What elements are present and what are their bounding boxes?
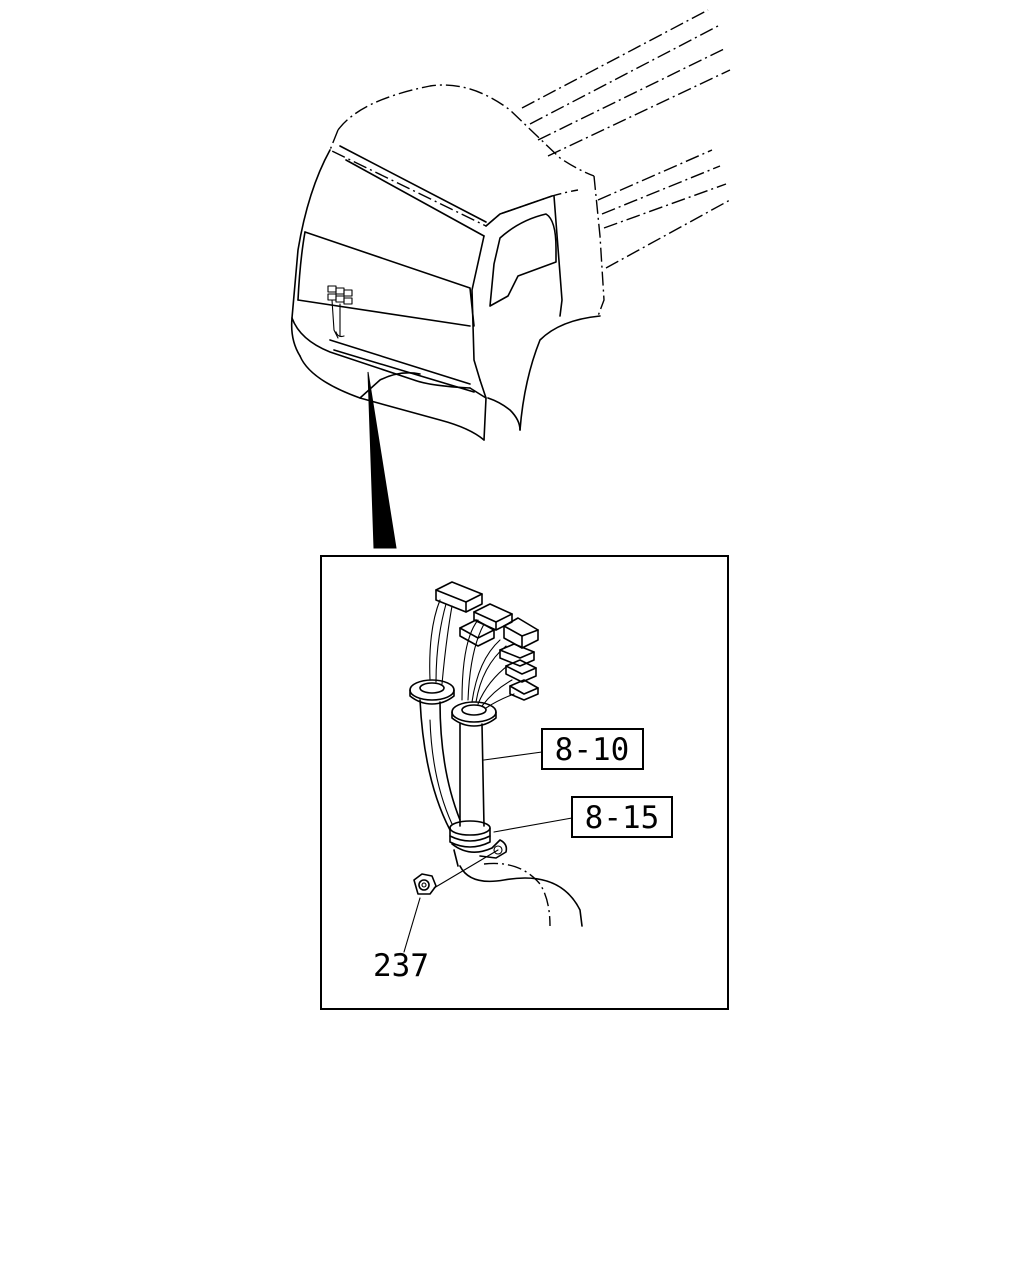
callout-leaders bbox=[403, 751, 573, 953]
chassis-frame-rails bbox=[521, 9, 731, 269]
callout-label-237: 237 bbox=[373, 948, 429, 984]
nut-part-237[interactable] bbox=[413, 873, 437, 895]
detail-leader-wedge bbox=[367, 371, 397, 549]
cab-connector-cluster[interactable] bbox=[327, 285, 353, 339]
callout-8-10[interactable]: 8-10 bbox=[541, 728, 644, 770]
truck-cab-overview bbox=[290, 9, 731, 549]
callout-box-8-15 bbox=[571, 796, 673, 838]
cab-body bbox=[290, 84, 605, 441]
callout-8-15[interactable]: 8-15 bbox=[571, 796, 673, 838]
wiring-harness[interactable] bbox=[409, 581, 583, 927]
detail-view: 8-10 8-15 237 bbox=[320, 555, 729, 1010]
callout-box-8-10 bbox=[541, 728, 644, 770]
callout-237[interactable]: 237 bbox=[373, 948, 429, 984]
harness-connector-blocks bbox=[435, 581, 539, 701]
callout-label-8-15: 8-15 bbox=[585, 800, 660, 836]
harness-lower-run bbox=[459, 862, 583, 927]
detail-frame bbox=[320, 555, 729, 1010]
harness-wires bbox=[429, 599, 515, 709]
harness-trunk bbox=[419, 699, 485, 831]
harness-grommets bbox=[409, 679, 497, 727]
callout-label-8-10: 8-10 bbox=[555, 732, 630, 768]
harness-clamp bbox=[449, 820, 508, 867]
